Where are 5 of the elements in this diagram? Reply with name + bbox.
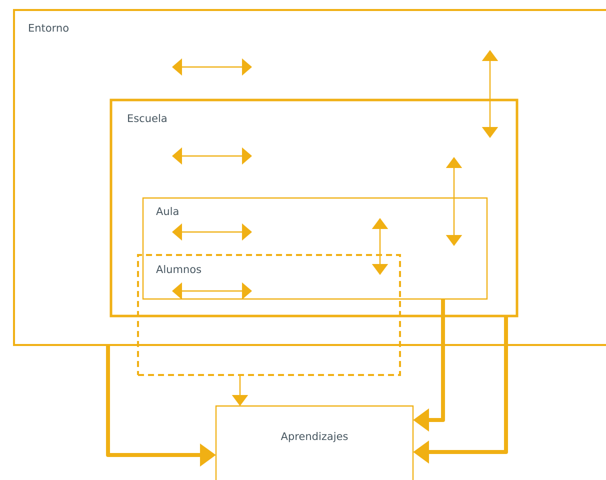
- arrow: [482, 50, 498, 138]
- arrow: [372, 218, 388, 275]
- outcome-box: Aprendizajes: [215, 405, 414, 480]
- arrow: [446, 157, 462, 246]
- students-box: Alumnos: [137, 254, 401, 376]
